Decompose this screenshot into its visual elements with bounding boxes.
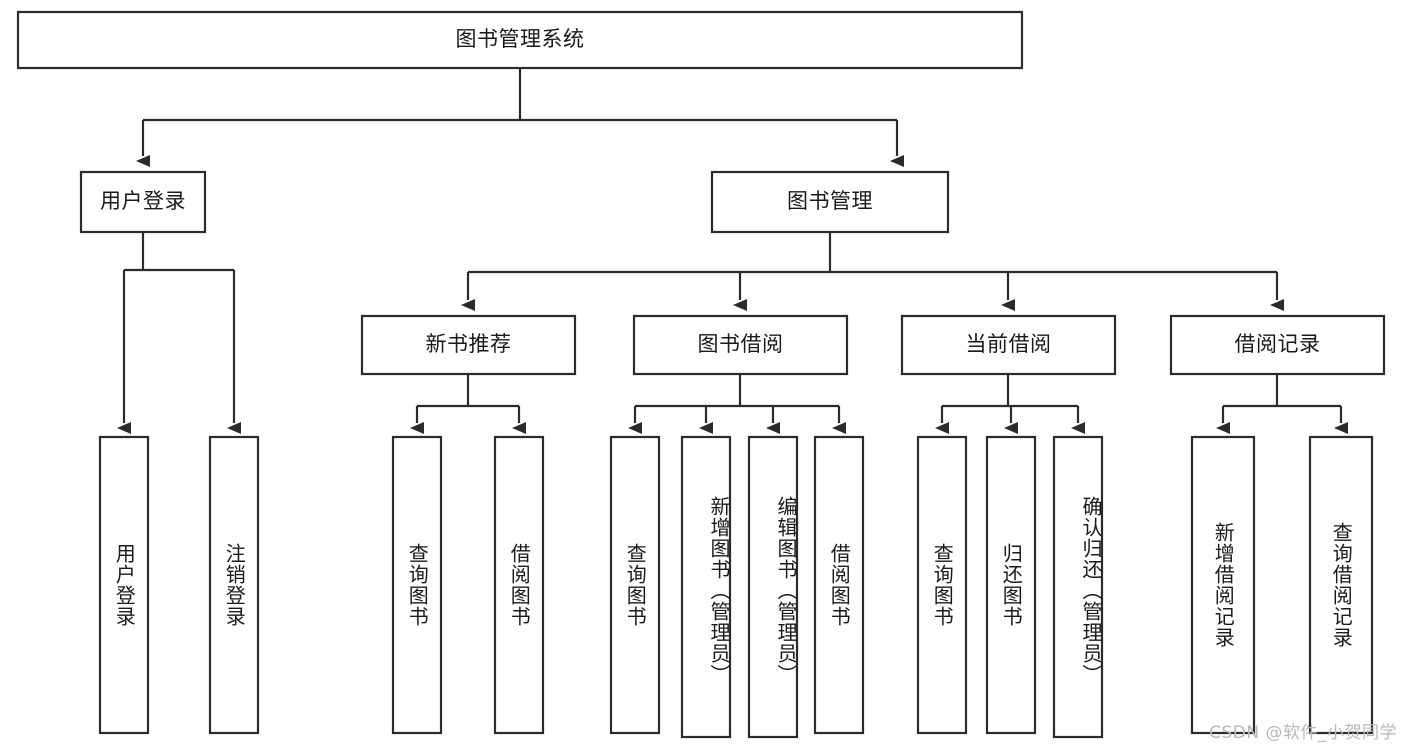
node-box-leaf-new-book-2[interactable]: [493, 435, 545, 735]
node-box-borrow-record[interactable]: [1169, 314, 1386, 376]
node-box-leaf-borrow-3[interactable]: [747, 435, 799, 739]
node-box-root[interactable]: [16, 10, 1024, 70]
node-box-leaf-borrow-2[interactable]: [680, 435, 732, 739]
node-box-user-login[interactable]: [79, 170, 207, 234]
node-box-new-book-recommend[interactable]: [360, 314, 577, 376]
node-box-leaf-current-3[interactable]: [1052, 435, 1104, 739]
node-box-leaf-user-login-2[interactable]: [208, 435, 260, 735]
node-box-leaf-current-1[interactable]: [916, 435, 968, 735]
node-box-leaf-borrow-1[interactable]: [609, 435, 661, 735]
node-box-book-management[interactable]: [710, 170, 950, 234]
node-box-leaf-user-login-1[interactable]: [98, 435, 150, 735]
node-box-book-borrow[interactable]: [632, 314, 849, 376]
node-box-leaf-record-1[interactable]: [1190, 435, 1256, 735]
watermark: CSDN @软件_小贺同学: [1209, 723, 1397, 743]
node-box-leaf-borrow-4[interactable]: [813, 435, 865, 735]
node-box-current-borrow[interactable]: [900, 314, 1117, 376]
node-box-leaf-record-2[interactable]: [1308, 435, 1374, 735]
node-box-leaf-new-book-1[interactable]: [391, 435, 443, 735]
node-box-leaf-current-2[interactable]: [985, 435, 1037, 735]
